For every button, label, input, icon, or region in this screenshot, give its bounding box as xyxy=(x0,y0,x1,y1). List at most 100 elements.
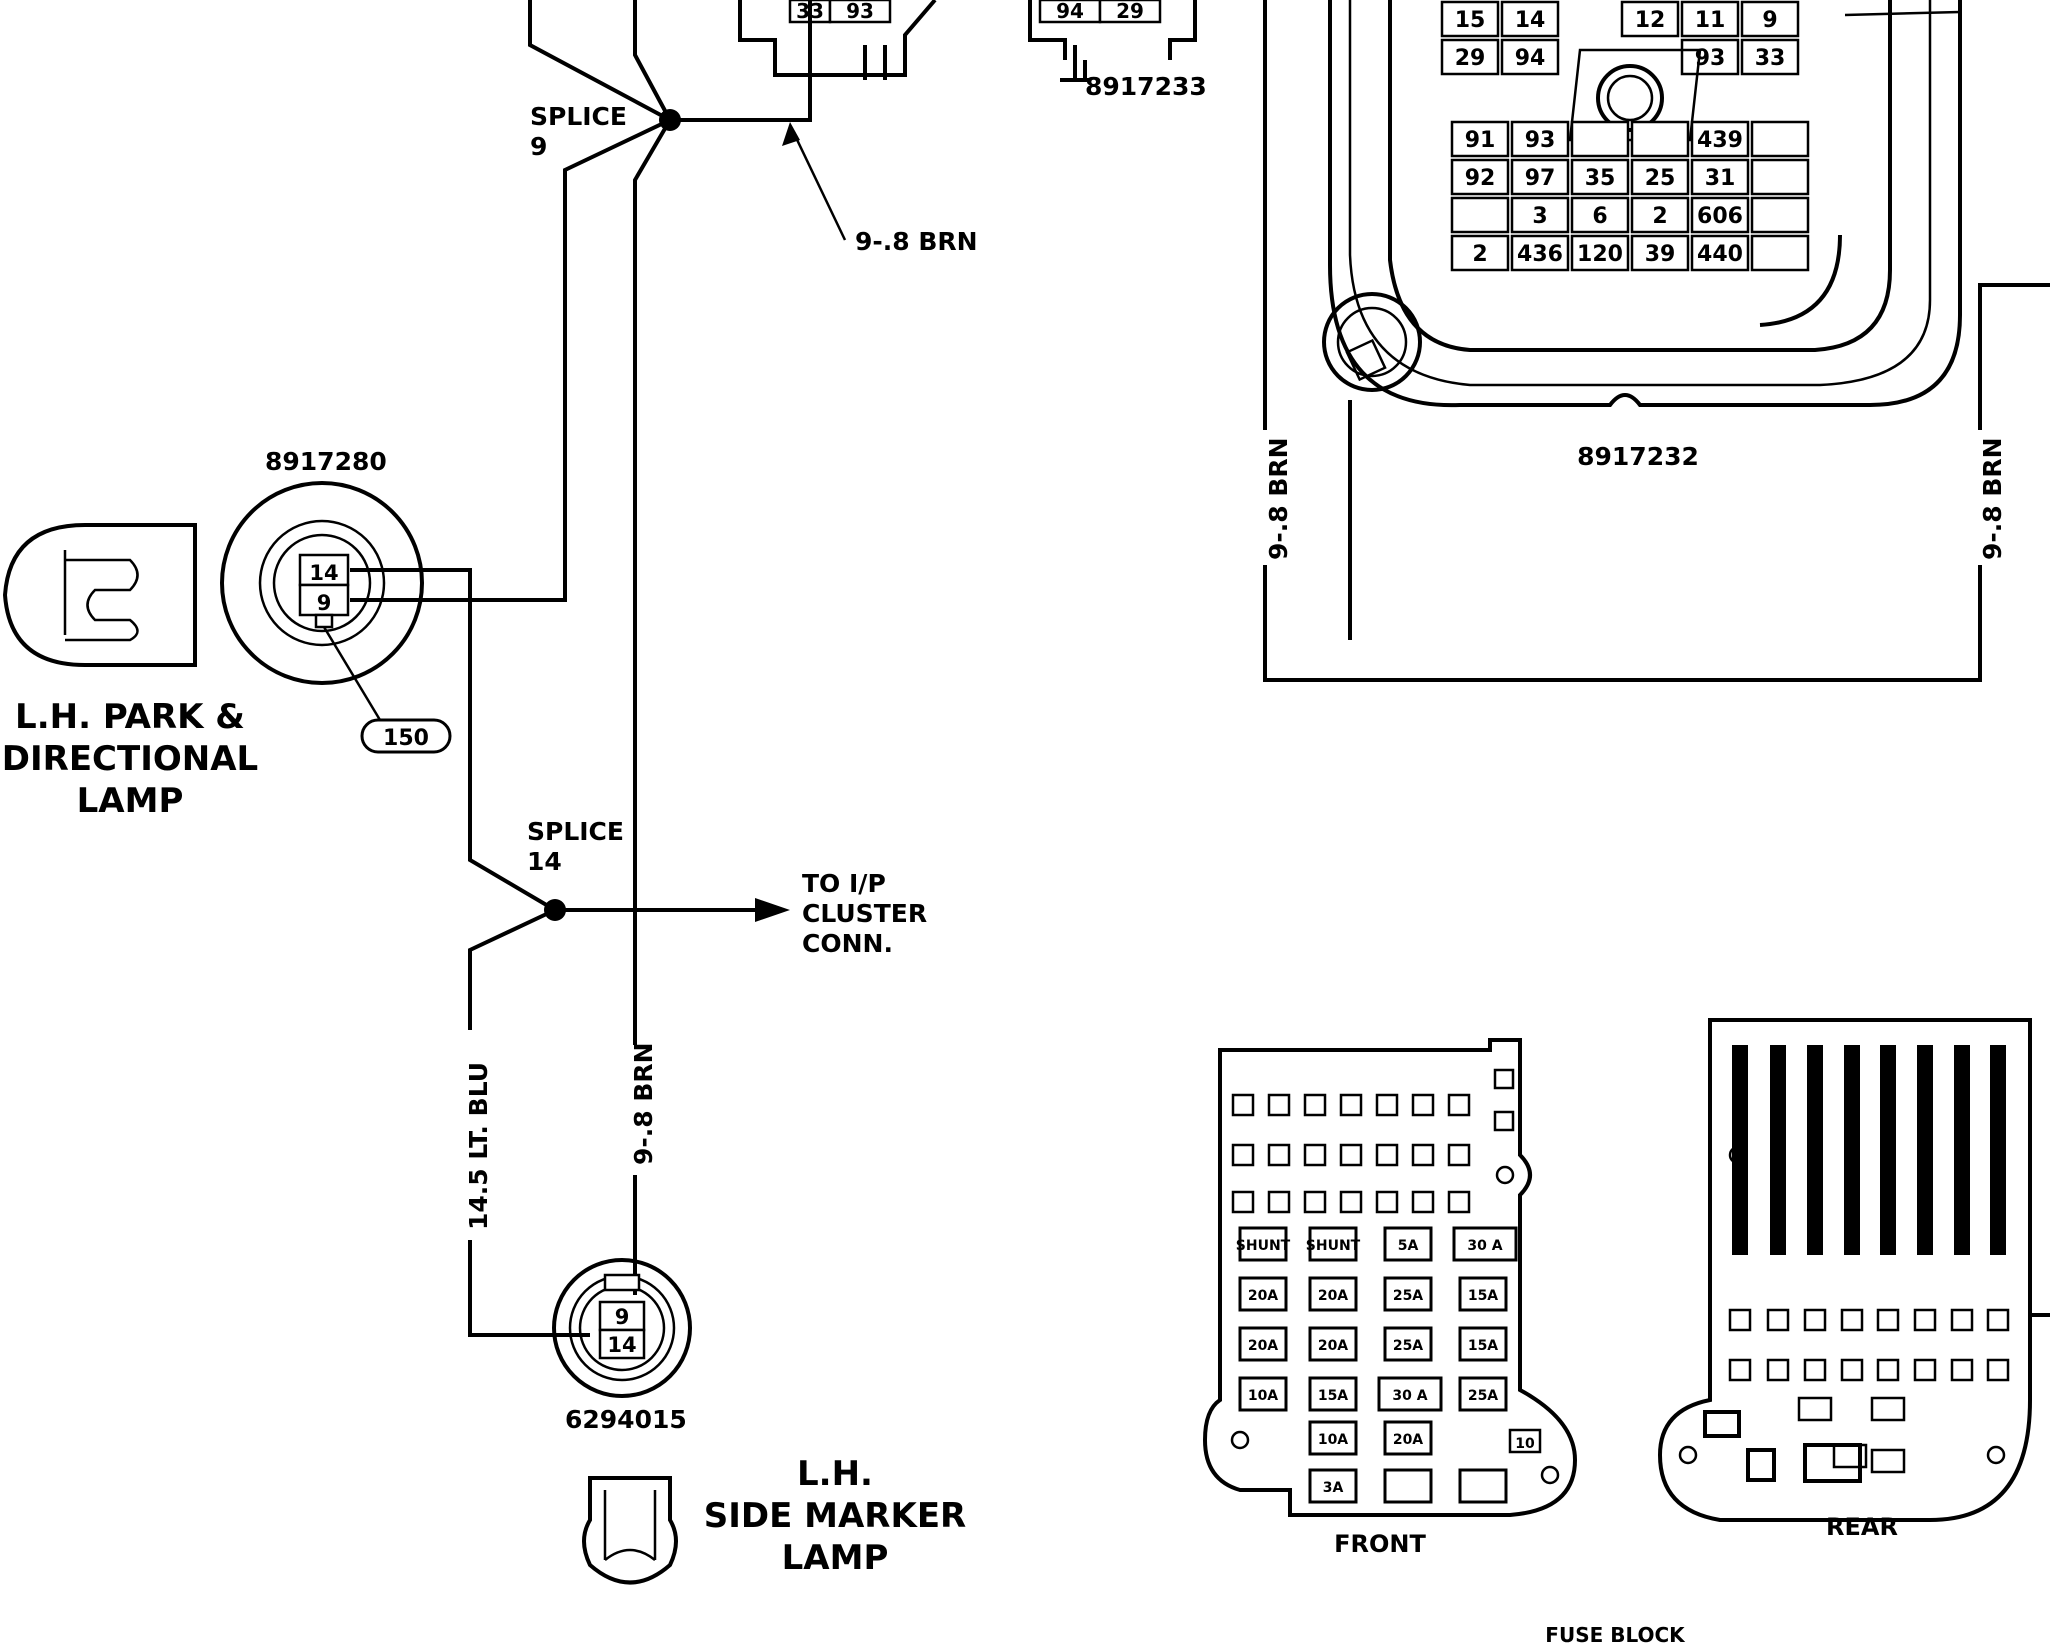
splice-9-label: SPLICE xyxy=(530,102,627,131)
rear-fuse xyxy=(1797,1396,1833,1422)
connector-cell-label: 91 xyxy=(1465,128,1496,153)
clip-icon xyxy=(1322,292,1422,392)
splice-14-dot xyxy=(544,899,566,921)
splice-9-number: 9 xyxy=(530,132,547,161)
marker-pin-14 xyxy=(598,1328,646,1360)
connector-cell xyxy=(1440,38,1500,76)
front-fuse-label: 25A xyxy=(1393,1338,1423,1354)
small-fuse xyxy=(1303,1190,1327,1214)
park-pin-9-label: 9 xyxy=(317,591,332,615)
small-fuse xyxy=(1411,1093,1435,1117)
rear-fuse xyxy=(1803,1358,1827,1382)
front-fuse-label: 15A xyxy=(1318,1388,1348,1404)
small-fuse xyxy=(1303,1093,1327,1117)
rear-fuse-column xyxy=(1770,1045,1786,1255)
main-connector-part-number: 8917232 xyxy=(1577,442,1699,471)
rear-fuse-column xyxy=(1844,1045,1860,1255)
small-fuse xyxy=(1303,1143,1327,1167)
wire-label-lower-brn: 9-.8 BRN xyxy=(629,1042,658,1165)
small-fuse xyxy=(1411,1143,1435,1167)
front-fuse xyxy=(1238,1326,1288,1362)
connector-cell-label: 440 xyxy=(1697,242,1743,267)
front-fuse xyxy=(1458,1326,1508,1362)
front-fuse-label: 25A xyxy=(1393,1288,1423,1304)
front-fuse xyxy=(1238,1226,1288,1262)
front-fuse xyxy=(1308,1420,1358,1456)
small-fuse xyxy=(1267,1143,1291,1167)
fuse-block-title: FUSE BLOCK xyxy=(1545,1623,1686,1647)
fuse-rear-label: REAR xyxy=(1826,1513,1898,1541)
rear-fuse xyxy=(1728,1308,1752,1332)
front-fuse xyxy=(1458,1276,1508,1312)
fuse-block-rear xyxy=(1657,1018,2050,1522)
front-small-fuse-rows xyxy=(1231,1068,1515,1214)
connector-cell xyxy=(1750,234,1810,272)
front-fuse-label: 20A xyxy=(1393,1432,1423,1448)
front-side-tag xyxy=(1508,1428,1542,1454)
small-fuse xyxy=(1339,1143,1363,1167)
wire-label-left-brn: 9-.8 BRN xyxy=(1264,437,1293,560)
front-fuse xyxy=(1308,1276,1358,1312)
marker-pin-9-label: 9 xyxy=(615,1305,630,1329)
connector-cell-label: 9 xyxy=(1762,8,1777,33)
park-lamp-title-2: DIRECTIONAL xyxy=(2,739,258,779)
connector-cell-label: 14 xyxy=(1515,8,1546,33)
connector-cell xyxy=(1450,196,1510,234)
park-pin-14-label: 14 xyxy=(309,561,338,585)
connector-cell xyxy=(1570,196,1630,234)
connector-cell-label: 6 xyxy=(1592,204,1607,229)
splice-14-label: SPLICE xyxy=(527,817,624,846)
rear-fuse xyxy=(1913,1308,1937,1332)
front-fuse xyxy=(1383,1226,1433,1262)
rear-fuse xyxy=(1913,1358,1937,1382)
rear-fuse-grid xyxy=(1728,1045,2010,1474)
connector-cell-label: 25 xyxy=(1645,166,1676,191)
connector-cell xyxy=(1630,234,1690,272)
front-fuse xyxy=(1308,1226,1358,1262)
connector-cell xyxy=(1620,0,1680,38)
marker-pin-14-label: 14 xyxy=(607,1333,636,1357)
rear-fuse xyxy=(1986,1308,2010,1332)
rear-fuse xyxy=(1876,1358,1900,1382)
connector-cell-label: 93 xyxy=(1525,128,1556,153)
connector-cell xyxy=(1740,38,1800,76)
rear-fuse xyxy=(1876,1308,1900,1332)
connector-cell xyxy=(1690,120,1750,158)
park-lamp-title-3: LAMP xyxy=(77,781,184,821)
rear-fuse xyxy=(1728,1358,1752,1382)
front-fuse xyxy=(1383,1326,1433,1362)
rear-fuse xyxy=(1840,1308,1864,1332)
connector-cell-label: 3 xyxy=(1532,204,1547,229)
park-lamp-part-number: 8917280 xyxy=(265,447,387,476)
small-fuse xyxy=(1375,1190,1399,1214)
connector-cell xyxy=(1750,196,1810,234)
top-connector-part-number: 8917233 xyxy=(1085,72,1207,101)
small-fuse xyxy=(1267,1190,1291,1214)
small-fuse xyxy=(1447,1190,1471,1214)
park-pin-14 xyxy=(298,553,350,587)
front-fuse xyxy=(1458,1468,1508,1504)
rear-fuse-column xyxy=(1990,1045,2006,1255)
rear-fuse-column xyxy=(1732,1045,1748,1255)
rear-fuse-column xyxy=(1917,1045,1933,1255)
splice-9-dot xyxy=(659,109,681,131)
rear-fuse xyxy=(1950,1358,1974,1382)
top-pin-29 xyxy=(1098,0,1162,24)
top-pin-29-label: 29 xyxy=(1116,0,1144,23)
small-fuse xyxy=(1375,1093,1399,1117)
wire-label-top-brn: 9-.8 BRN xyxy=(855,227,978,256)
small-fuse xyxy=(1231,1093,1255,1117)
connector-cell xyxy=(1630,120,1690,158)
connector-cell xyxy=(1510,196,1570,234)
front-fuse-label: 20A xyxy=(1248,1288,1278,1304)
side-marker-bulb-icon xyxy=(582,1476,678,1585)
connector-cell-label: 2 xyxy=(1652,204,1667,229)
front-fuse-label: 25A xyxy=(1468,1388,1498,1404)
connector-cell-label: 12 xyxy=(1635,8,1666,33)
rear-fuse xyxy=(1803,1308,1827,1332)
front-fuse-label: 30 A xyxy=(1392,1388,1427,1404)
front-fuse-label: 15A xyxy=(1468,1338,1498,1354)
